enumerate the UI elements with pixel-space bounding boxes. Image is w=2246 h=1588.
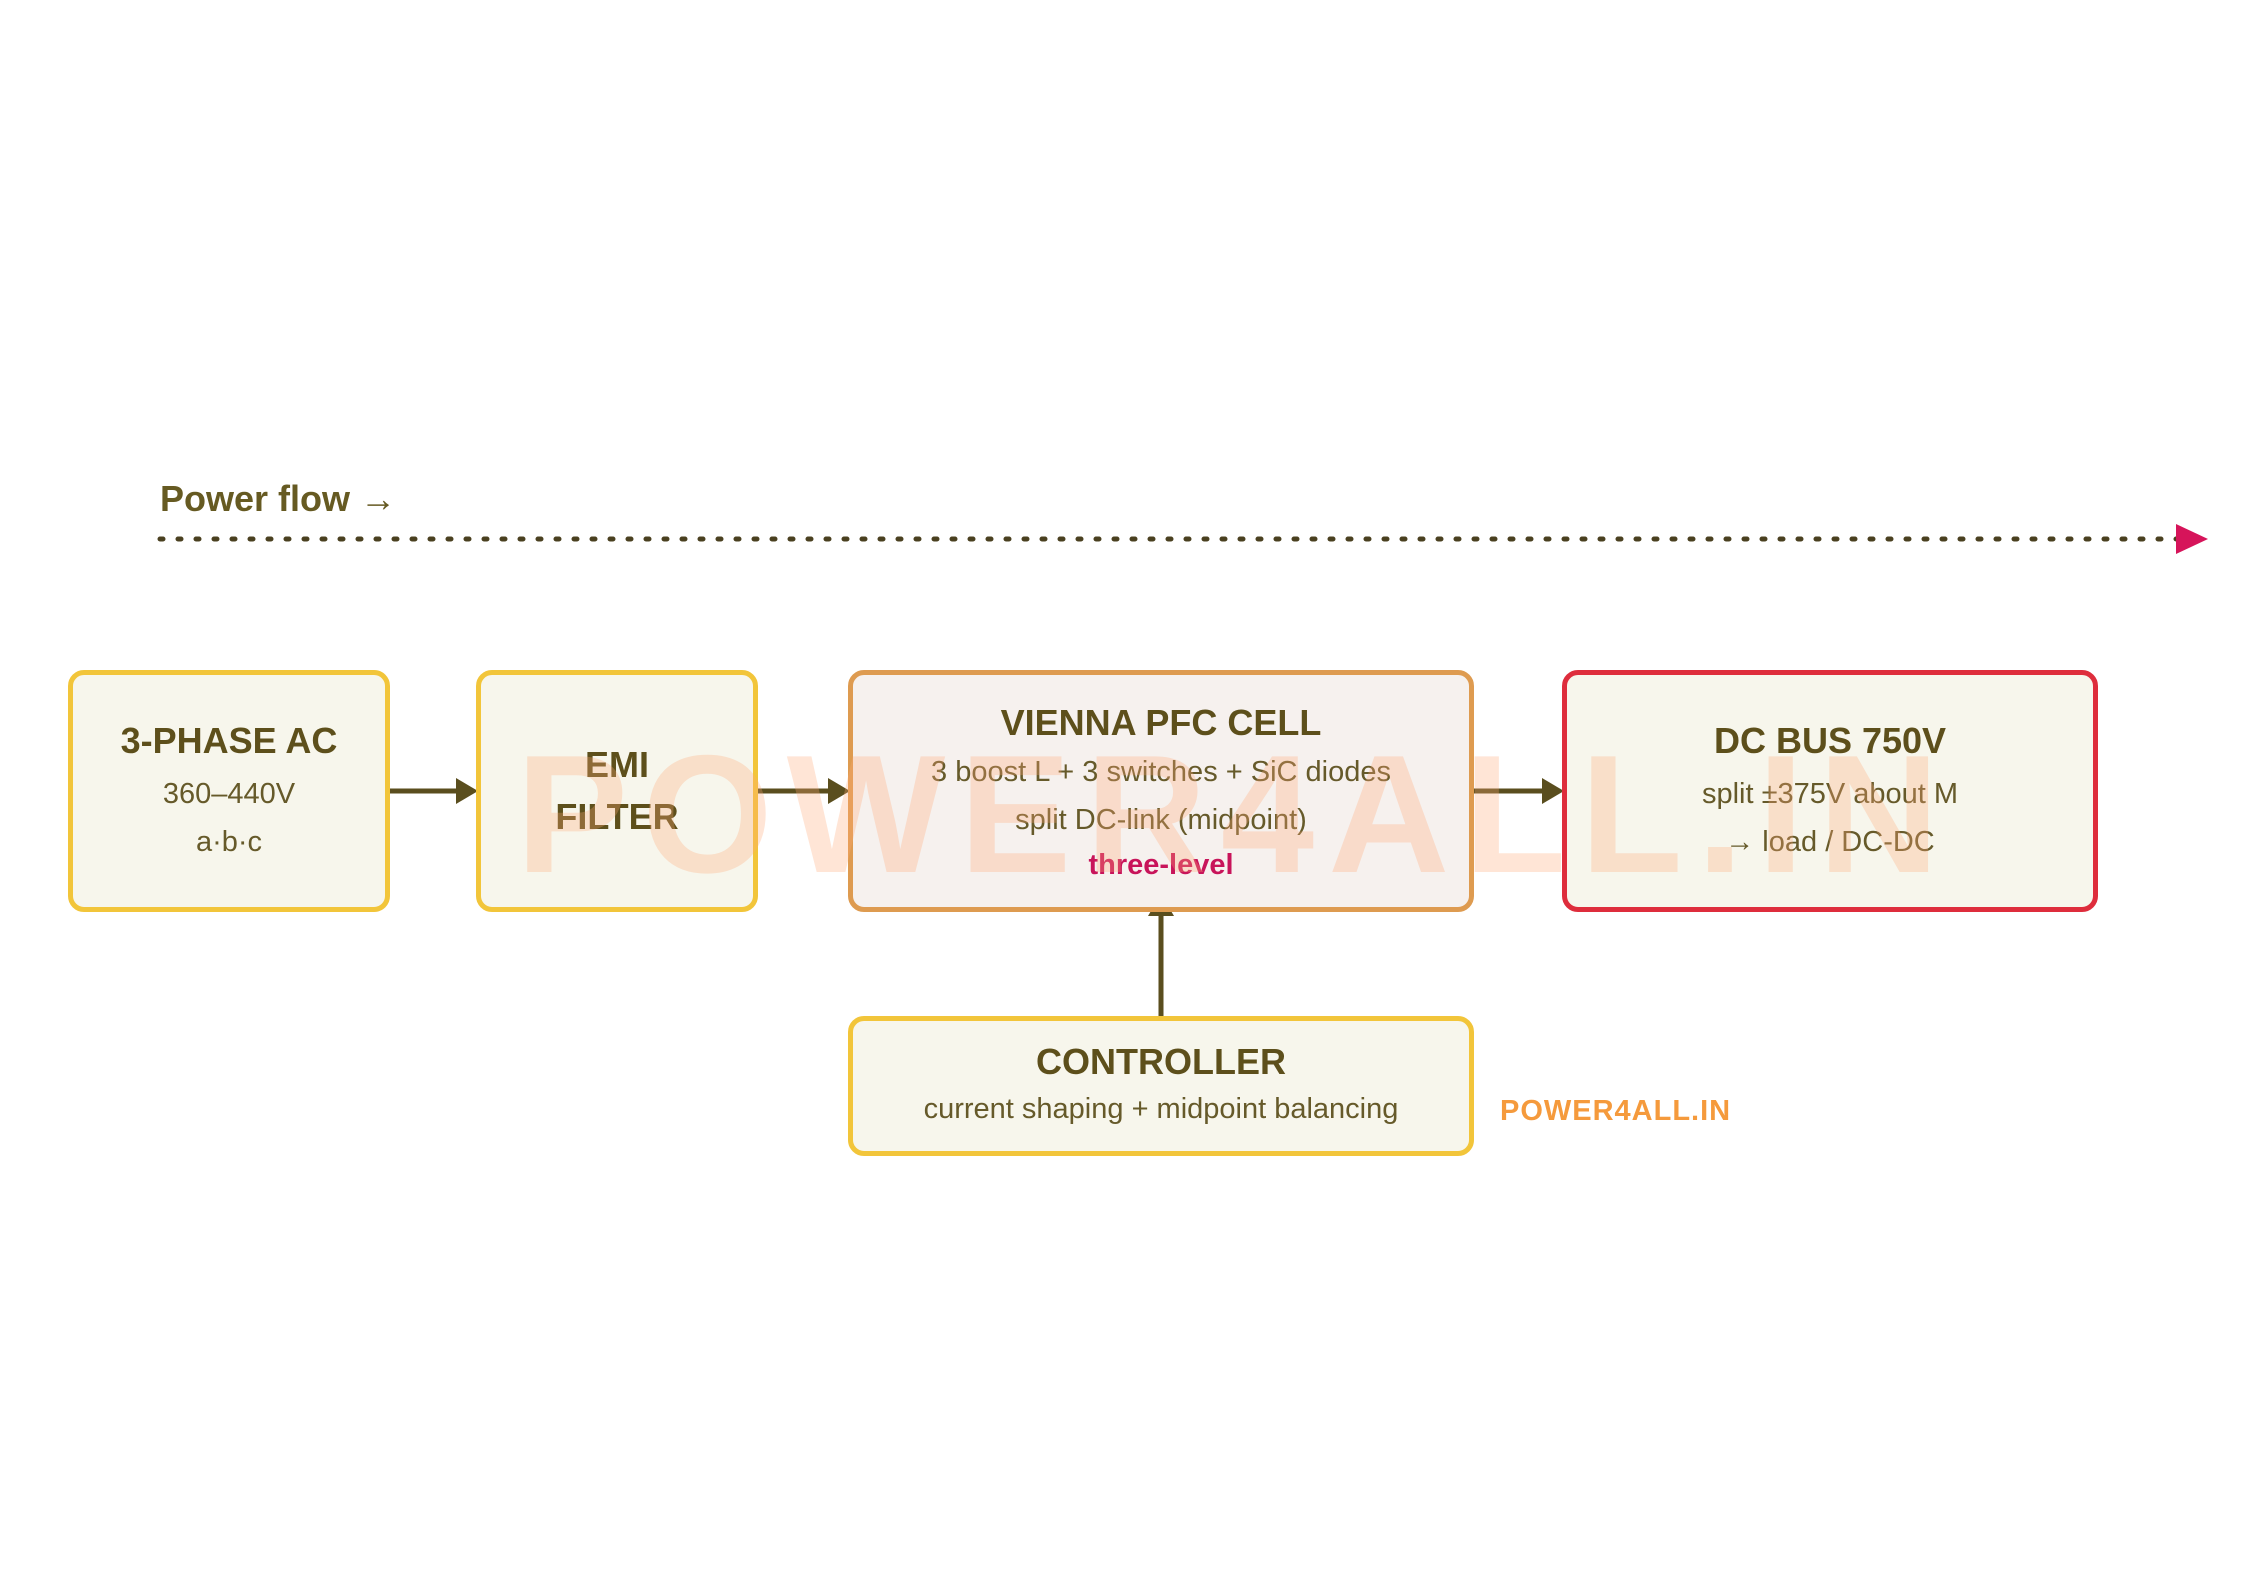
arrow-emi-to-vienna-head <box>828 778 850 804</box>
dc-split: split ±375V about M <box>1701 778 1959 811</box>
arrow-ac-to-emi-head <box>456 778 478 804</box>
emi-title-line2: FILTER <box>555 796 679 837</box>
controller-title: CONTROLLER <box>1036 1040 1286 1082</box>
dc-bus-block: DC BUS 750V split ±375V about M → load /… <box>1562 670 2098 912</box>
emi-title-line1: EMI <box>584 743 649 785</box>
dc-load: → load / DC-DC <box>1725 826 1935 859</box>
dc-title: DC BUS 750V <box>1713 720 1947 762</box>
emi-filter-block: EMI FILTER <box>476 670 758 912</box>
ac-phases: a·b·c <box>195 826 263 859</box>
vienna-components: 3 boost L + 3 switches + SiC diodes <box>931 755 1391 788</box>
power-flow-label: Power flow → <box>160 478 397 519</box>
three-phase-ac-block: 3-PHASE AC 360–440V a·b·c <box>68 670 390 912</box>
brand-label: POWER4ALL.IN <box>1500 1095 1732 1127</box>
controller-function: current shaping + midpoint balancing <box>923 1093 1399 1126</box>
vienna-pfc-block: VIENNA PFC CELL 3 boost L + 3 switches +… <box>848 670 1474 912</box>
ac-title: 3-PHASE AC <box>120 720 338 762</box>
vienna-tag: three-level <box>1088 848 1234 881</box>
vienna-dclink: split DC-link (midpoint) <box>1015 803 1307 836</box>
power-flow-arrowhead <box>2176 524 2208 554</box>
arrow-vienna-to-dc-head <box>1542 778 1564 804</box>
ac-voltage: 360–440V <box>162 778 296 811</box>
controller-block: CONTROLLER current shaping + midpoint ba… <box>848 1016 1474 1156</box>
vienna-title: VIENNA PFC CELL <box>1000 701 1322 743</box>
